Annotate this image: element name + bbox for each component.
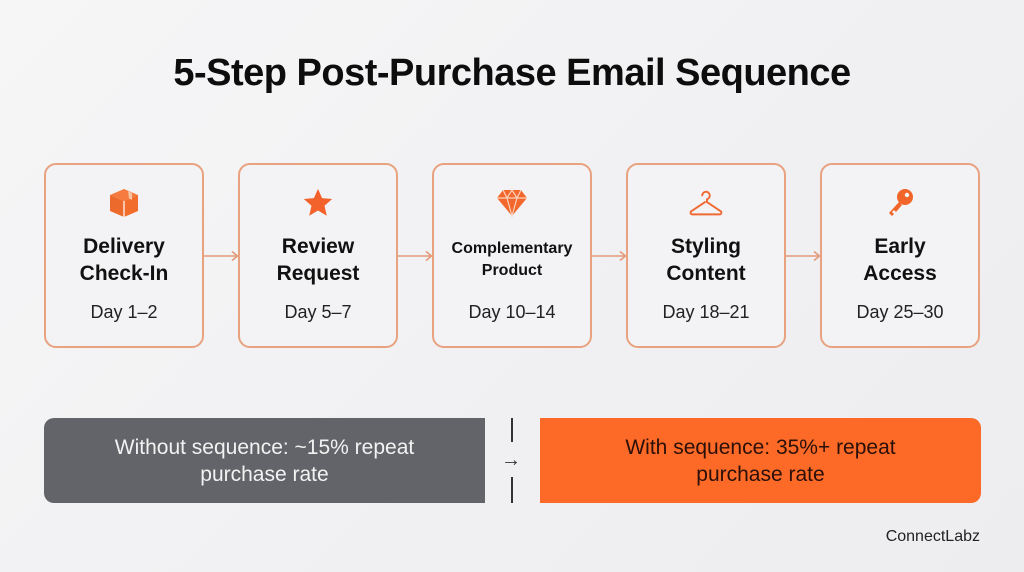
- step-day-range: Day 25–30: [856, 302, 944, 322]
- arrow-right-icon: [398, 250, 433, 262]
- step-day-range: Day 1–2: [90, 302, 158, 322]
- key-icon: [882, 185, 918, 221]
- step-day-range: Day 18–21: [662, 302, 750, 322]
- brand-label: ConnectLabz: [885, 528, 980, 545]
- package-icon: [106, 185, 142, 221]
- star-icon: [300, 185, 336, 221]
- gem-icon: [494, 185, 530, 221]
- arrow-right-icon: [786, 250, 821, 262]
- step-day-range: Day 10–14: [468, 302, 556, 322]
- step-day-range: Day 5–7: [284, 302, 352, 322]
- arrow-right-icon: [592, 250, 627, 262]
- divider-line: [511, 418, 513, 442]
- hanger-icon: [688, 185, 724, 221]
- divider-line: [511, 477, 513, 503]
- arrow-right-icon: →: [501, 449, 521, 471]
- page-title: 5-Step Post-Purchase Email Sequence: [173, 52, 851, 94]
- arrow-right-icon: [204, 250, 239, 262]
